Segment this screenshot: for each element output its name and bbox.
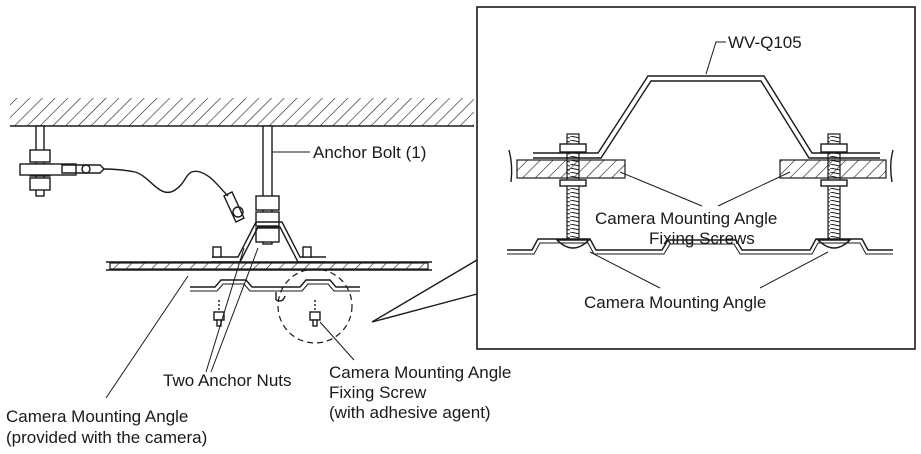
bracket-detail [533,75,880,154]
leader-lines [105,151,355,399]
detail-connector [371,259,478,323]
label-detail-angle: Camera Mounting Angle [584,293,766,312]
fixing-screw-left [213,300,225,327]
safety-wire [134,170,229,197]
anchor-bolt [255,125,280,245]
main-view [10,98,474,399]
label-fixing-screw-3: (with adhesive agent) [329,403,491,422]
label-fixing-screw-2: Fixing Screw [329,383,427,402]
detail-inset [476,6,916,350]
label-mounting-angle-1: Camera Mounting Angle [6,407,188,426]
fixing-screw-right [309,300,321,327]
label-mounting-angle-2: (provided with the camera) [6,428,207,447]
detail-screw-left [555,133,591,249]
ceiling-slab [10,98,474,127]
carabiner [223,191,245,223]
detail-screw-right [816,133,852,249]
camera-mounting-angle-detail [507,238,893,251]
label-detail-screws-1: Camera Mounting Angle [595,209,777,228]
label-wv-q105: WV-Q105 [728,33,802,52]
ceiling-panel [106,261,432,271]
label-two-anchor-nuts: Two Anchor Nuts [163,371,292,390]
label-anchor-bolt: Anchor Bolt (1) [313,143,426,162]
safety-wire-anchor [19,125,136,197]
detail-callout-circle [277,268,353,344]
label-detail-screws-2: Fixing Screws [649,229,755,248]
label-fixing-screw-1: Camera Mounting Angle [329,363,511,382]
detail-leader-lines [589,41,829,289]
camera-mounting-angle-main [190,279,360,288]
